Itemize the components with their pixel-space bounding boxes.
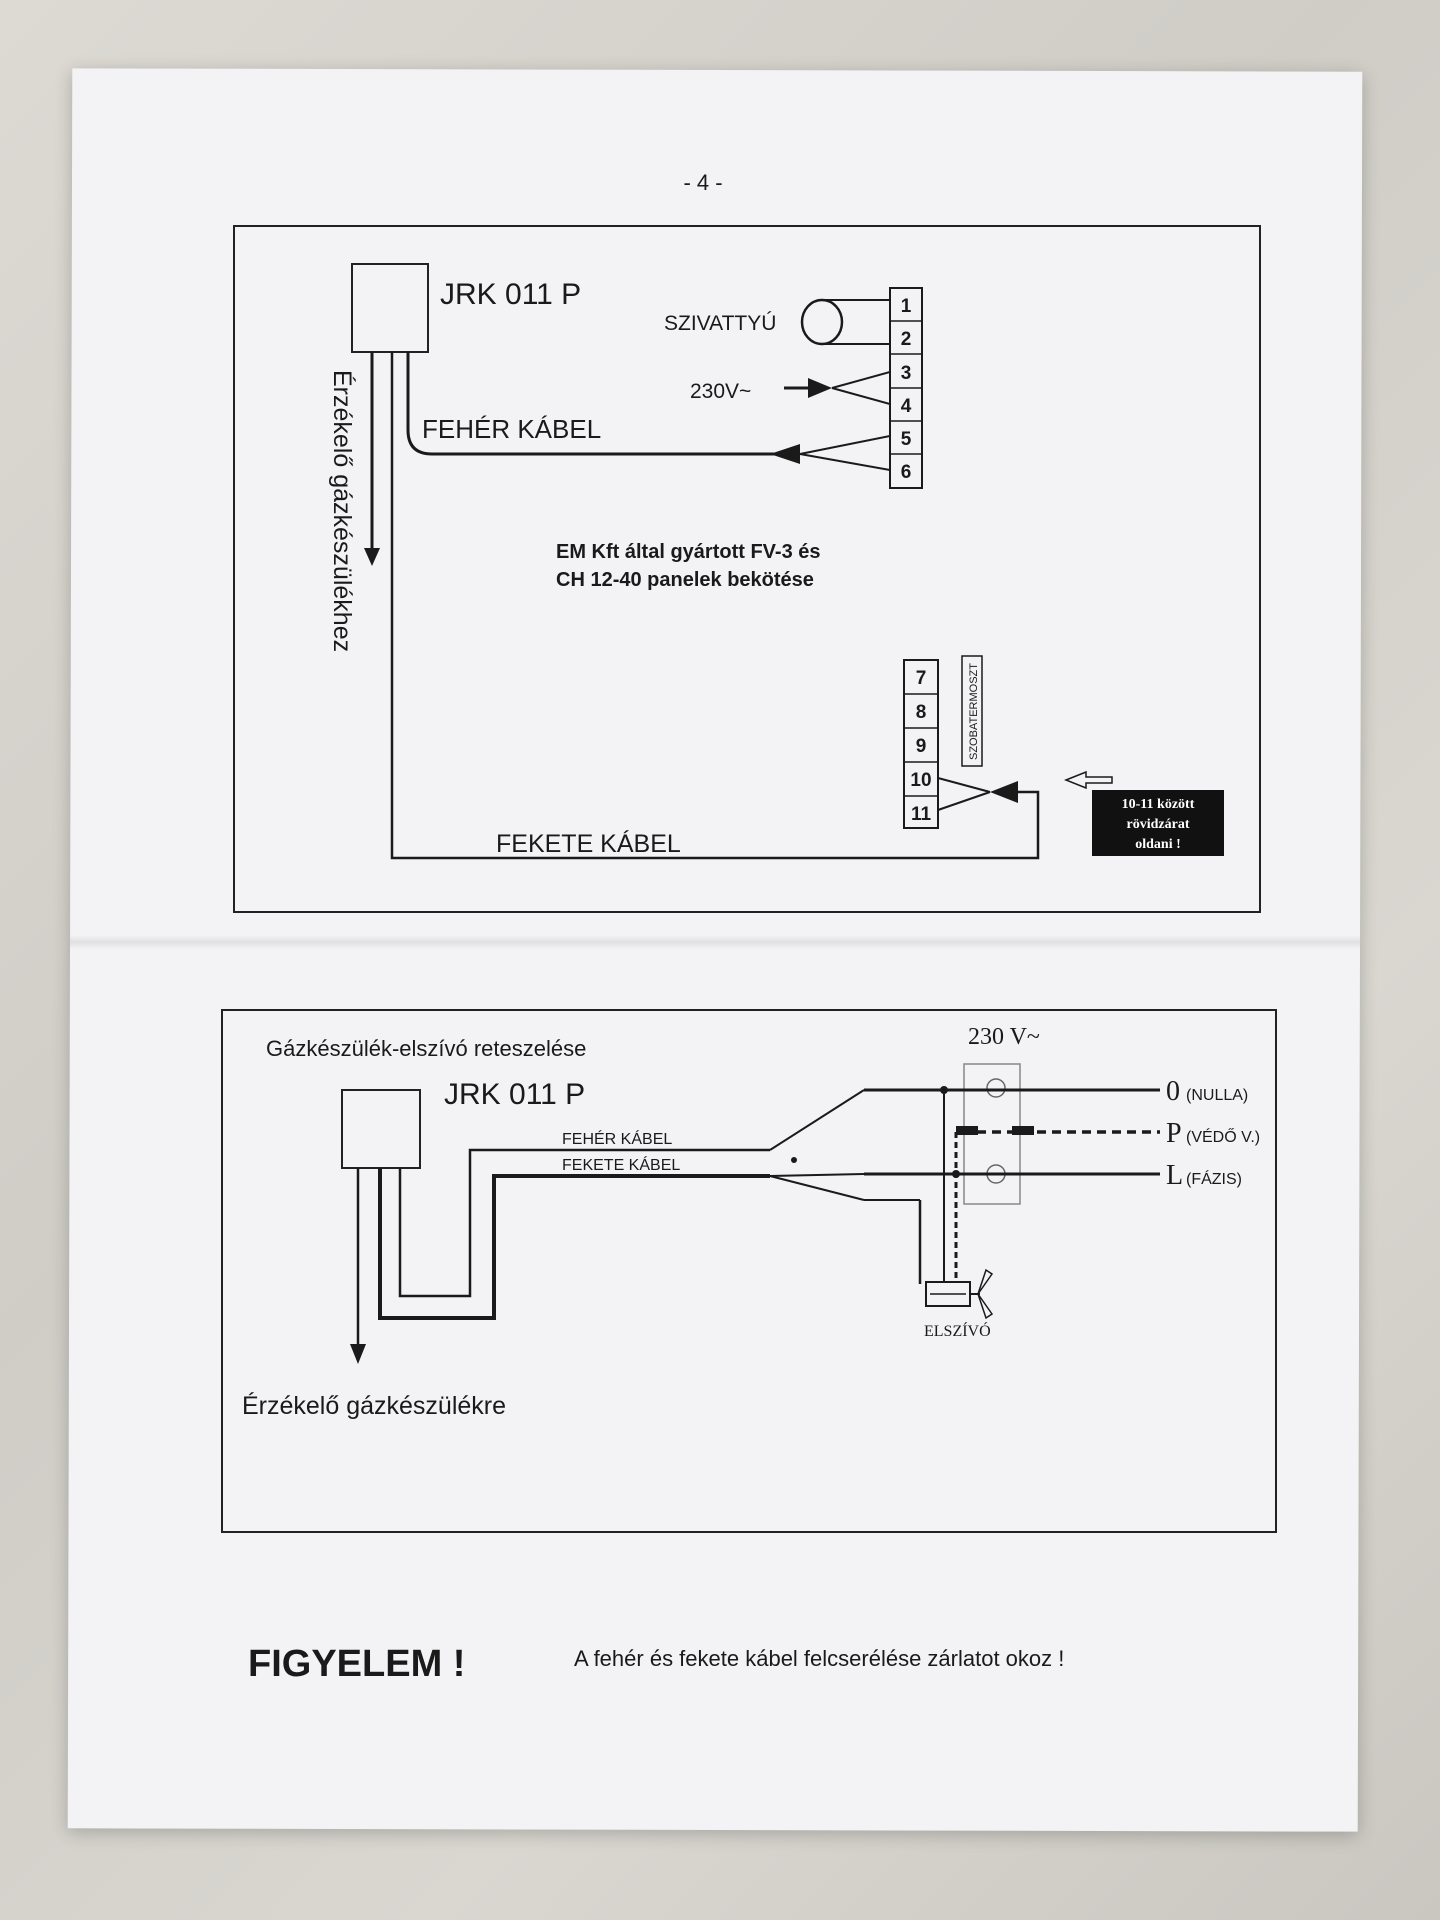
white-cable-label: FEHÉR KÁBEL — [422, 414, 601, 444]
diagram-hood-interlock: Gázkészülék-elszívó reteszelése JRK 011 … — [221, 1009, 1277, 1533]
page-number: - 4 - — [683, 170, 722, 195]
sensor-label: Érzékelő gázkészülékhez — [328, 370, 357, 652]
fanout-junction — [791, 1157, 797, 1163]
diagram2-device-label: JRK 011 P — [444, 1078, 585, 1111]
terminal-3: 3 — [901, 363, 912, 384]
line-0-desc: (NULLA) — [1186, 1087, 1248, 1104]
fanout-to-neutral — [769, 1089, 865, 1151]
diagram2-white-cable — [398, 1148, 770, 1298]
jumper-arrowhead — [990, 781, 1018, 803]
terminal-11: 11 — [911, 804, 932, 825]
black-cable-line — [390, 352, 1040, 860]
diagram2-sensor-arrowhead — [350, 1344, 366, 1364]
terminal-9: 9 — [916, 736, 927, 757]
fan-blade-icon-top — [977, 1268, 994, 1295]
jrk-device-label: JRK 011 P — [440, 278, 581, 311]
caption-line-2: CH 12-40 panelek bekötése — [556, 569, 814, 591]
voltage-fork-4 — [831, 387, 891, 405]
terminal-strip-bottom: 7 8 9 10 11 — [903, 659, 939, 829]
line-l-desc: (FÁZIS) — [1186, 1169, 1242, 1188]
terminal-4: 4 — [901, 396, 912, 417]
thermostat-label: SZOBATERMOSZT — [968, 663, 980, 760]
diagram2-black-cable — [378, 1168, 770, 1320]
voltage-arrowhead — [808, 378, 832, 398]
sensor-arrowhead — [364, 548, 380, 566]
terminal-8: 8 — [916, 702, 927, 723]
terminal-strip-top: 1 2 3 4 5 6 — [889, 287, 923, 489]
line-p-desc: (VÉDŐ V.) — [1186, 1127, 1260, 1146]
white-cable-fork-6 — [799, 453, 891, 471]
terminal-5: 5 — [901, 429, 912, 450]
diagram2-voltage-label: 230 V~ — [968, 1024, 1040, 1050]
pump-label: SZIVATTYÚ — [664, 312, 776, 335]
socket-pin-neutral — [986, 1078, 1006, 1098]
diagram2-black-cable-label: FEKETE KÁBEL — [562, 1155, 680, 1174]
terminal-2: 2 — [901, 329, 912, 350]
diagram2-sensor-label: Érzékelő gázkészülékre — [242, 1391, 506, 1420]
voltage-label: 230V~ — [690, 380, 751, 403]
thermostat-box — [961, 655, 983, 767]
jumper-11 — [937, 791, 991, 811]
line-l-letter: L — [1166, 1160, 1183, 1191]
note-line-1: 10-11 között — [1122, 797, 1195, 812]
protective-tab-left — [956, 1126, 978, 1135]
line-p-letter: P — [1166, 1118, 1182, 1149]
diagram2-white-cable-label: FEHÉR KÁBEL — [562, 1129, 672, 1148]
warning-title: FIGYELEM ! — [248, 1643, 465, 1685]
paper-fold — [70, 935, 1360, 949]
white-cable-line — [406, 352, 790, 456]
caption-line-1: EM Kft által gyártott FV-3 és — [556, 541, 821, 563]
jrk-device-box — [351, 263, 429, 353]
fanout-to-phase — [769, 1173, 865, 1177]
diagram2-device-box — [341, 1089, 421, 1169]
jumper-10 — [937, 777, 991, 793]
warning-text: A fehér és fekete kábel felcserélése zár… — [574, 1646, 1064, 1671]
note-line-2: rövidzárat — [1127, 817, 1190, 832]
white-cable-arrowhead — [770, 444, 800, 464]
note-box — [1092, 790, 1224, 856]
black-cable-label: FEKETE KÁBEL — [496, 829, 681, 858]
voltage-fork-3 — [831, 371, 891, 389]
terminal-1: 1 — [901, 296, 912, 317]
terminal-7: 7 — [916, 668, 927, 689]
protective-tab-right — [1012, 1126, 1034, 1135]
note-pointer-arrow — [1063, 770, 1113, 790]
diagram1-frame — [233, 225, 1261, 913]
diagram-fv3-ch-panel: JRK 011 P Érzékelő gázkészülékhez FEHÉR … — [233, 225, 1261, 913]
diagram2-frame — [221, 1009, 1277, 1533]
note-line-3: oldani ! — [1135, 837, 1181, 852]
fanout-to-hood — [769, 1175, 865, 1201]
white-cable-fork-5 — [799, 435, 891, 455]
fan-blade-icon-bottom — [977, 1293, 994, 1320]
pump-icon — [800, 298, 844, 346]
diagram2-title: Gázkészülék-elszívó reteszelése — [266, 1036, 586, 1061]
terminal-10: 10 — [910, 770, 931, 791]
fan-label: ELSZÍVÓ — [924, 1321, 991, 1340]
terminal-strip-bottom-frame — [903, 659, 939, 829]
terminal-6: 6 — [901, 462, 912, 483]
line-0-letter: 0 — [1166, 1076, 1180, 1107]
